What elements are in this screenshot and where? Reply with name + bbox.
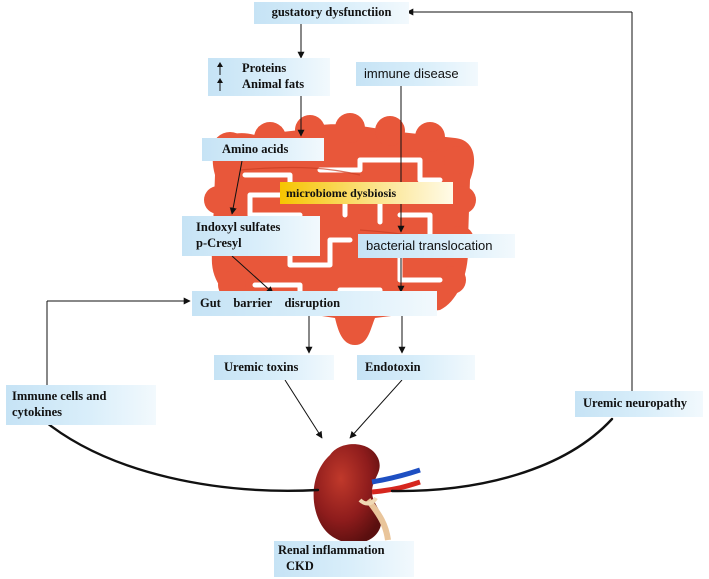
gustatory-dysfunction-label: gustatory dysfunctiion	[271, 5, 392, 20]
bacterial-translocation-box: bacterial translocation	[358, 234, 515, 258]
p-cresyl-label: p-Cresyl	[196, 236, 242, 250]
uremic-neuropathy-label: Uremic neuropathy	[583, 396, 688, 411]
immune-disease-label: immune disease	[364, 65, 459, 81]
immune-cells-box: Immune cells and cytokines	[6, 385, 156, 425]
amino-acids-label: Amino acids	[222, 141, 289, 156]
proteins-fats-box: Proteins Animal fats	[208, 58, 330, 96]
renal-inflammation-box: Renal inflammation CKD	[274, 541, 414, 577]
microbiome-dysbiosis-box: microbiome dysbiosis	[280, 182, 453, 204]
endotoxin-label: Endotoxin	[365, 359, 421, 374]
endotoxin-box: Endotoxin	[357, 355, 475, 380]
microbiome-dysbiosis-label: microbiome dysbiosis	[286, 185, 397, 200]
indoxyl-sulfates-label: Indoxyl sulfates	[196, 220, 281, 235]
gut-barrier-disruption-box: Gut barrier disruption	[192, 291, 437, 316]
up-arrow-icon	[217, 62, 223, 91]
indoxyl-pcresyl-box: Indoxyl sulfates p-Cresyl	[182, 216, 320, 256]
ckd-label: CKD	[286, 559, 314, 573]
immune-disease-box: immune disease	[356, 62, 478, 86]
gustatory-dysfunction-box: gustatory dysfunctiion	[254, 2, 409, 24]
kidney-icon	[313, 444, 421, 544]
amino-acids-box: Amino acids	[202, 138, 324, 161]
renal-inflammation-label: Renal inflammation	[278, 543, 385, 558]
immune-cells-label: Immune cells and	[12, 389, 107, 404]
cytokines-label: cytokines	[12, 405, 62, 419]
uremic-toxins-box: Uremic toxins	[214, 355, 334, 380]
uremic-toxins-label: Uremic toxins	[224, 359, 299, 374]
animal-fats-label: Animal fats	[242, 77, 305, 91]
proteins-label: Proteins	[242, 61, 287, 76]
bacterial-translocation-label: bacterial translocation	[366, 237, 493, 253]
gut-barrier-disruption-label: Gut barrier disruption	[200, 295, 341, 310]
uremic-neuropathy-box: Uremic neuropathy	[575, 391, 703, 417]
